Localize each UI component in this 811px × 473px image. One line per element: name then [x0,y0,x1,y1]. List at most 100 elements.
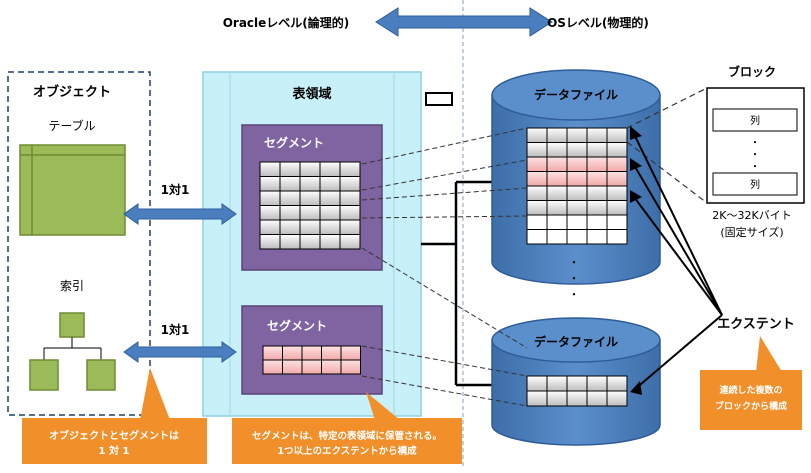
datafile-ellipsis-2: ・ [569,272,580,285]
datafile-1-grid-cell [546,229,568,245]
datafile-1-grid-cell [566,156,588,172]
datafile-1-grid-cell [606,127,628,143]
datafile-2-grid-cell [586,375,608,392]
segment-1-extent-grid [259,161,361,250]
datafile-1-grid-cell [606,185,628,201]
datafile-2-grid-cell [566,390,588,407]
block-size-label: 2K～32Kバイト [712,209,791,222]
block-title: ブロック [728,64,776,79]
datafile-1-grid-cell [526,156,548,172]
segment-1-grid-cell [279,234,301,250]
table-segment-relation: 1対1 [161,182,190,197]
segment-1-grid-cell [339,176,361,192]
segment-1-grid-cell [319,176,341,192]
datafile-1-grid-cell [586,200,608,216]
segment-1-grid-cell [319,190,341,206]
datafile-1-grid-cell [546,142,568,158]
datafile-1-grid-cell [526,214,548,230]
index-segment-arrow [123,341,237,363]
datafile-1-grid-cell [526,127,548,143]
segment-2-grid-cell [301,359,322,375]
datafile-1-grid-cell [546,200,568,216]
segment-2-grid-cell [282,345,303,361]
small-box-icon [425,92,453,106]
datafile-1-grid-cell [526,229,548,245]
segment-1-grid-cell [279,205,301,221]
segment-1-grid-cell [339,234,361,250]
segment-1-label: セグメント [264,135,324,150]
datafile-1-grid-cell [586,142,608,158]
segment-1-grid-cell [299,234,321,250]
datafile-1-grid-cell [606,142,628,158]
block-dot-2: ・ [750,150,760,161]
datafile-1-grid-cell [566,127,588,143]
datafile-1-grid-cell [546,156,568,172]
datafile-1-label: データファイル [534,87,618,102]
segment-1-grid-cell [299,176,321,192]
block-dot-1: ・ [750,138,760,149]
block-row-2 [712,172,798,196]
segment-1-grid-cell [259,176,281,192]
datafile-1-grid-cell [606,156,628,172]
table-segment-arrow [123,203,237,225]
callout-extent-line1: 連続した複数の [719,384,782,396]
datafile-1-grid-cell [546,171,568,187]
segment-1-grid-cell [299,205,321,221]
datafile-2-label: データファイル [534,334,618,349]
datafile-2-grid-cell [546,390,568,407]
segment-1-grid-cell [279,219,301,235]
datafile-1-grid-cell [566,185,588,201]
datafile-1-grid-cell [566,200,588,216]
segment-1-grid-cell [279,190,301,206]
segment-2-grid-cell [262,359,283,375]
callout-extent [700,336,802,430]
objects-title: オブジェクト [33,84,111,100]
block-row-1-label: 列 [750,114,760,127]
callout-object-segment [22,368,207,464]
datafile-1-grid-cell [526,185,548,201]
datafile-1-grid-cell [566,142,588,158]
block-size-note: (固定サイズ) [720,225,783,239]
datafile-1-grid-cell [606,229,628,245]
header-double-arrow [375,7,553,37]
tablespace-datafile-bracket [421,180,492,387]
segment-1-grid-cell [279,176,301,192]
datafile-1-grid-cell [546,185,568,201]
segment-2-grid-cell [321,359,342,375]
extent-arrowheads [630,126,642,395]
datafile-1-blocks [526,127,628,245]
segment-1-grid-cell [319,219,341,235]
datafile-1-grid-cell [606,214,628,230]
datafile-1-grid-cell [566,214,588,230]
index-tree-icon [29,312,116,391]
datafile-1-grid-cell [586,156,608,172]
datafile-2-grid-cell [606,375,628,392]
datafile-2-blocks [526,375,628,407]
datafile-1-grid-cell [566,229,588,245]
segment-2-grid-cell [340,359,361,375]
segment-1-grid-cell [319,161,341,177]
datafile-ellipsis-3: ・ [569,288,580,301]
extent-mapping-lines [361,127,528,407]
extent-label: エクステント [717,317,795,332]
datafile-1-grid-cell [606,171,628,187]
segment-2-grid-cell [321,345,342,361]
segment-1-grid-cell [259,205,281,221]
segment-1-grid-cell [279,161,301,177]
segment-1-grid-cell [299,161,321,177]
objects-box [7,71,151,416]
datafile-1-grid-cell [566,171,588,187]
segment-1-grid-cell [259,190,281,206]
datafile-1-grid-cell [606,200,628,216]
table-object-icon [19,144,126,236]
segment-1-grid-cell [339,161,361,177]
segment-1-grid-cell [319,234,341,250]
datafile-ellipsis-1: ・ [569,256,580,269]
table-label: テーブル [48,118,95,133]
segment-2-grid-cell [301,345,322,361]
datafile-1-grid-cell [526,142,548,158]
datafile-1-grid-cell [586,229,608,245]
segment-2-label: セグメント [267,318,327,333]
callout-object-segment-line2: 1 対 1 [99,444,130,457]
datafile-2-grid-cell [546,375,568,392]
